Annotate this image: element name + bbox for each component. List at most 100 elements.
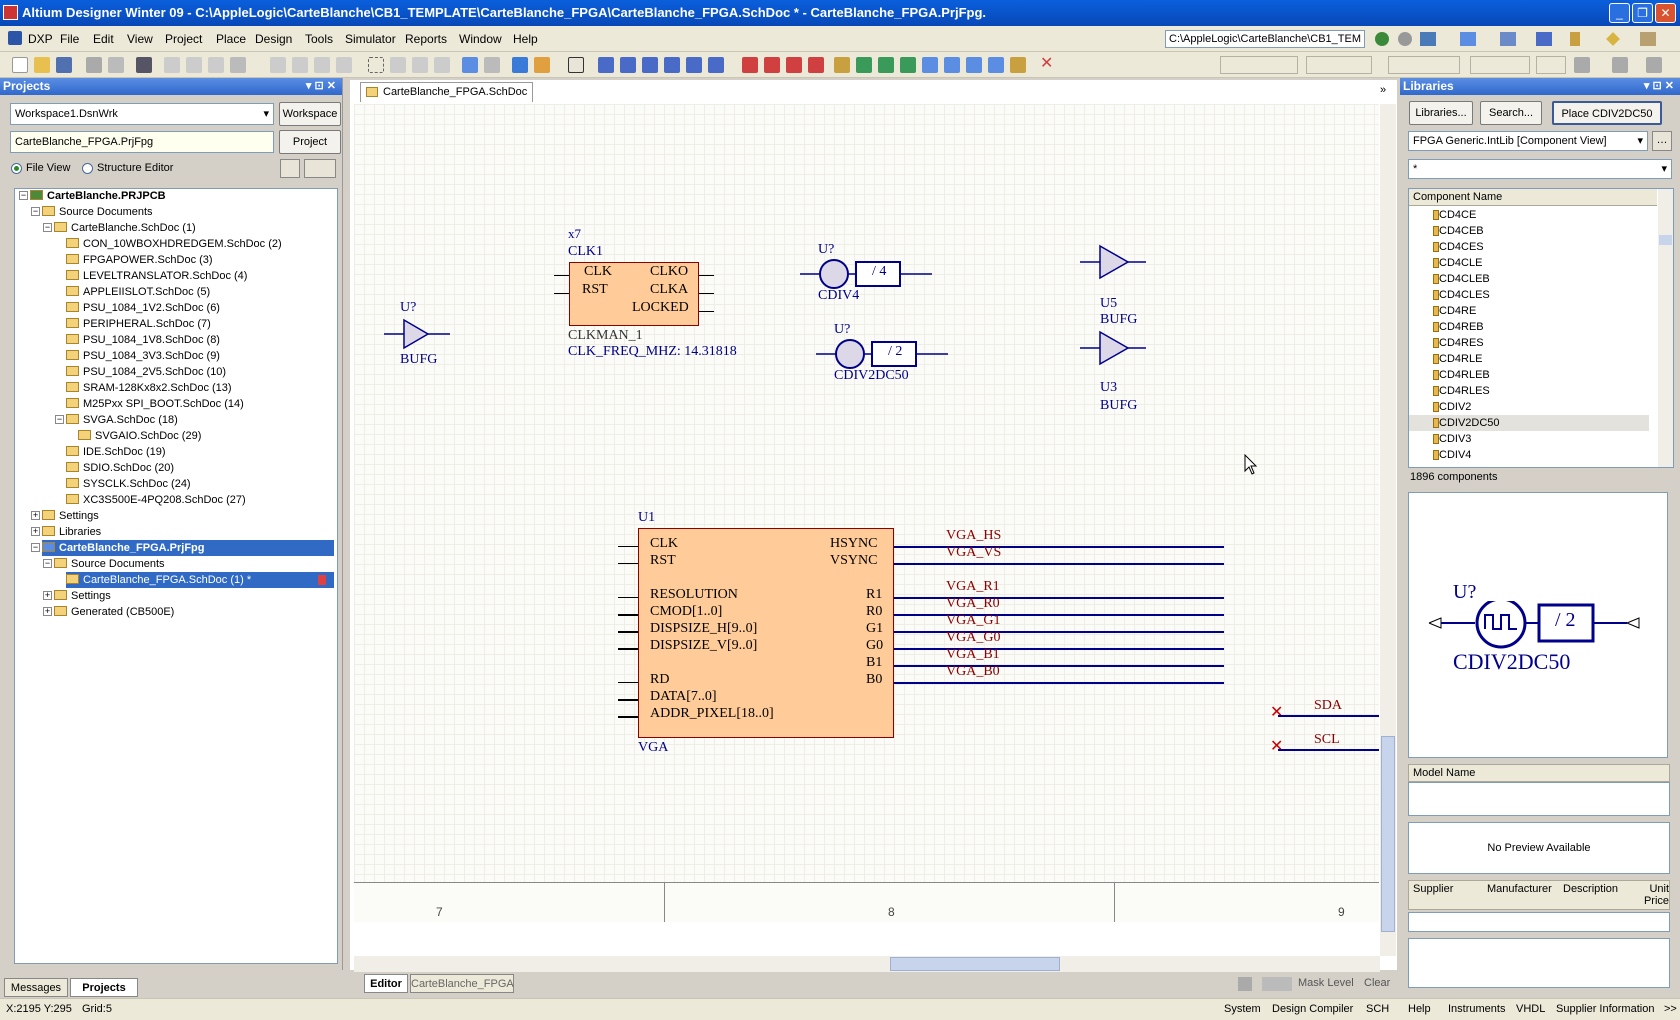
net-label[interactable]: VGA_R0	[946, 596, 1000, 611]
net-wire[interactable]	[894, 631, 1224, 633]
combo-4[interactable]	[1470, 56, 1530, 74]
project-field[interactable]: CarteBlanche_FPGA.PrjFpg	[10, 131, 274, 153]
scroll-thumb[interactable]	[890, 957, 1060, 971]
redo-icon[interactable]	[484, 57, 500, 73]
harness-icon[interactable]	[944, 57, 960, 73]
cdiv4-symbol[interactable]	[800, 254, 940, 294]
menu-view[interactable]: View	[127, 32, 153, 46]
menu-file[interactable]: File	[60, 32, 80, 46]
scroll-thumb[interactable]	[1659, 235, 1672, 245]
path-combo[interactable]: C:\AppleLogic\CarteBlanche\CB1_TEM	[1165, 30, 1365, 48]
net-label[interactable]: VGA_B1	[946, 647, 1000, 662]
project-menu-icon[interactable]	[304, 159, 336, 178]
unit-price-col[interactable]: Unit Price	[1643, 883, 1669, 907]
tree-node-source-docs[interactable]: Source Documents	[42, 204, 153, 220]
component-item[interactable]: CDIV4	[1409, 447, 1649, 461]
tree-node-active-doc[interactable]: CarteBlanche_FPGA.SchDoc (1) *	[66, 572, 334, 588]
junction-icon[interactable]	[664, 57, 680, 73]
tree-node-doc[interactable]: LEVELTRANSLATOR.SchDoc (4)	[66, 268, 247, 284]
tree-node-doc[interactable]: XC3S500E-4PQ208.SchDoc (27)	[66, 492, 246, 508]
tree-node-settings[interactable]: Settings	[42, 508, 99, 524]
net-label[interactable]: VGA_HS	[946, 528, 1002, 543]
tree-node-doc[interactable]: M25Pxx SPI_BOOT.SchDoc (14)	[66, 396, 244, 412]
no-erc-icon[interactable]: ✕	[1040, 55, 1054, 72]
supplier-details[interactable]	[1408, 938, 1670, 988]
net-wire[interactable]	[1278, 715, 1379, 717]
status-system[interactable]: System	[1224, 1003, 1261, 1015]
vcc-icon[interactable]	[786, 57, 802, 73]
sheet-symbol-icon[interactable]	[856, 57, 872, 73]
workspace-button[interactable]: Workspace	[279, 102, 341, 126]
app-icon[interactable]	[3, 5, 18, 20]
manufacturer-col[interactable]: Manufacturer	[1487, 883, 1552, 895]
port-tool-icon[interactable]	[922, 57, 938, 73]
brush-icon[interactable]	[1238, 977, 1252, 991]
tree-node-doc[interactable]: FPGAPOWER.SchDoc (3)	[66, 252, 213, 268]
hierarchy-icon[interactable]	[512, 57, 528, 73]
component-list[interactable]: Component Name CD4CE CD4CEB CD4CES CD4CL…	[1408, 188, 1674, 468]
zoom-fit-icon[interactable]	[164, 57, 180, 73]
sheet-entry-icon[interactable]	[878, 57, 894, 73]
net-label[interactable]: VGA_R1	[946, 579, 1000, 594]
component-item[interactable]: CD4CLES	[1409, 287, 1649, 303]
save-icon[interactable]	[56, 57, 72, 73]
minimize-button[interactable]: _	[1609, 3, 1630, 23]
place-component-button[interactable]: Place CDIV2DC50	[1552, 101, 1662, 125]
menu-simulator[interactable]: Simulator	[345, 32, 396, 46]
component-item[interactable]: CD4REB	[1409, 319, 1649, 335]
home-icon[interactable]	[1420, 32, 1436, 46]
tree-node-doc[interactable]: SVGA.SchDoc (18)	[66, 412, 178, 428]
tree-node-doc[interactable]: PSU_1084_2V5.SchDoc (10)	[66, 364, 226, 380]
vcc2-icon[interactable]	[808, 57, 824, 73]
file-view-radio[interactable]	[11, 163, 22, 174]
status-more[interactable]: >>	[1664, 1003, 1677, 1015]
cut-icon[interactable]	[270, 57, 286, 73]
u3-bufg-symbol[interactable]	[1080, 328, 1150, 368]
status-vhdl[interactable]: VHDL	[1516, 1003, 1546, 1015]
tree-node-fpga-project[interactable]: CarteBlanche_FPGA.PrjFpg	[42, 540, 334, 556]
component-item-selected[interactable]: CDIV2DC50	[1409, 415, 1649, 431]
supplier-col[interactable]: Supplier	[1413, 883, 1454, 895]
editor-tab[interactable]: Editor	[364, 974, 408, 993]
combo-2[interactable]	[1306, 56, 1372, 74]
filter-dropdown-icon[interactable]	[1262, 977, 1292, 991]
model-list[interactable]	[1408, 782, 1670, 816]
combo-1[interactable]	[1220, 56, 1298, 74]
tree-node-generated[interactable]: Generated (CB500E)	[54, 604, 174, 620]
tree-node-prjpcb[interactable]: CarteBlanche.PRJPCB	[30, 188, 166, 204]
select-area-icon[interactable]	[368, 57, 384, 73]
layers-icon[interactable]	[136, 57, 152, 73]
menu-tools[interactable]: Tools	[305, 32, 334, 46]
paste-icon[interactable]	[314, 57, 330, 73]
tree-node-source-docs[interactable]: Source Documents	[54, 556, 165, 572]
line-width-icon[interactable]	[1574, 57, 1590, 73]
component-name-header[interactable]: Component Name	[1409, 189, 1657, 206]
deselect-icon[interactable]	[434, 57, 450, 73]
filter-icon[interactable]	[568, 57, 584, 73]
status-instruments[interactable]: Instruments	[1448, 1003, 1506, 1015]
layout-icon[interactable]	[1460, 32, 1476, 46]
device-sheet-icon[interactable]	[900, 57, 916, 73]
tree-node-doc[interactable]: SDIO.SchDoc (20)	[66, 460, 174, 476]
component-item[interactable]: CD4RE	[1409, 303, 1649, 319]
cdiv2-symbol[interactable]	[816, 334, 956, 374]
gnd-icon[interactable]	[742, 57, 758, 73]
net-wire[interactable]	[894, 597, 1224, 599]
tree-node-doc[interactable]: PSU_1084_1V8.SchDoc (8)	[66, 332, 220, 348]
menu-help[interactable]: Help	[513, 32, 538, 46]
move-icon[interactable]	[390, 57, 406, 73]
net-wire[interactable]	[894, 682, 1224, 684]
select-icon[interactable]	[412, 57, 428, 73]
browse-icon[interactable]	[534, 57, 550, 73]
signal-harness-icon[interactable]	[988, 57, 1004, 73]
new-icon[interactable]	[12, 57, 28, 73]
menu-design[interactable]: Design	[255, 32, 293, 46]
component-filter-input[interactable]: *▾	[1408, 159, 1672, 179]
project-button[interactable]: Project	[279, 130, 341, 154]
compile-icon[interactable]	[280, 159, 300, 178]
tree-node-doc[interactable]: SVGAIO.SchDoc (29)	[78, 428, 201, 444]
menu-dxp[interactable]: DXP	[28, 32, 53, 46]
status-design-compiler[interactable]: Design Compiler	[1272, 1003, 1354, 1015]
maximize-button[interactable]: ❐	[1632, 3, 1653, 23]
menu-project[interactable]: Project	[165, 32, 203, 46]
